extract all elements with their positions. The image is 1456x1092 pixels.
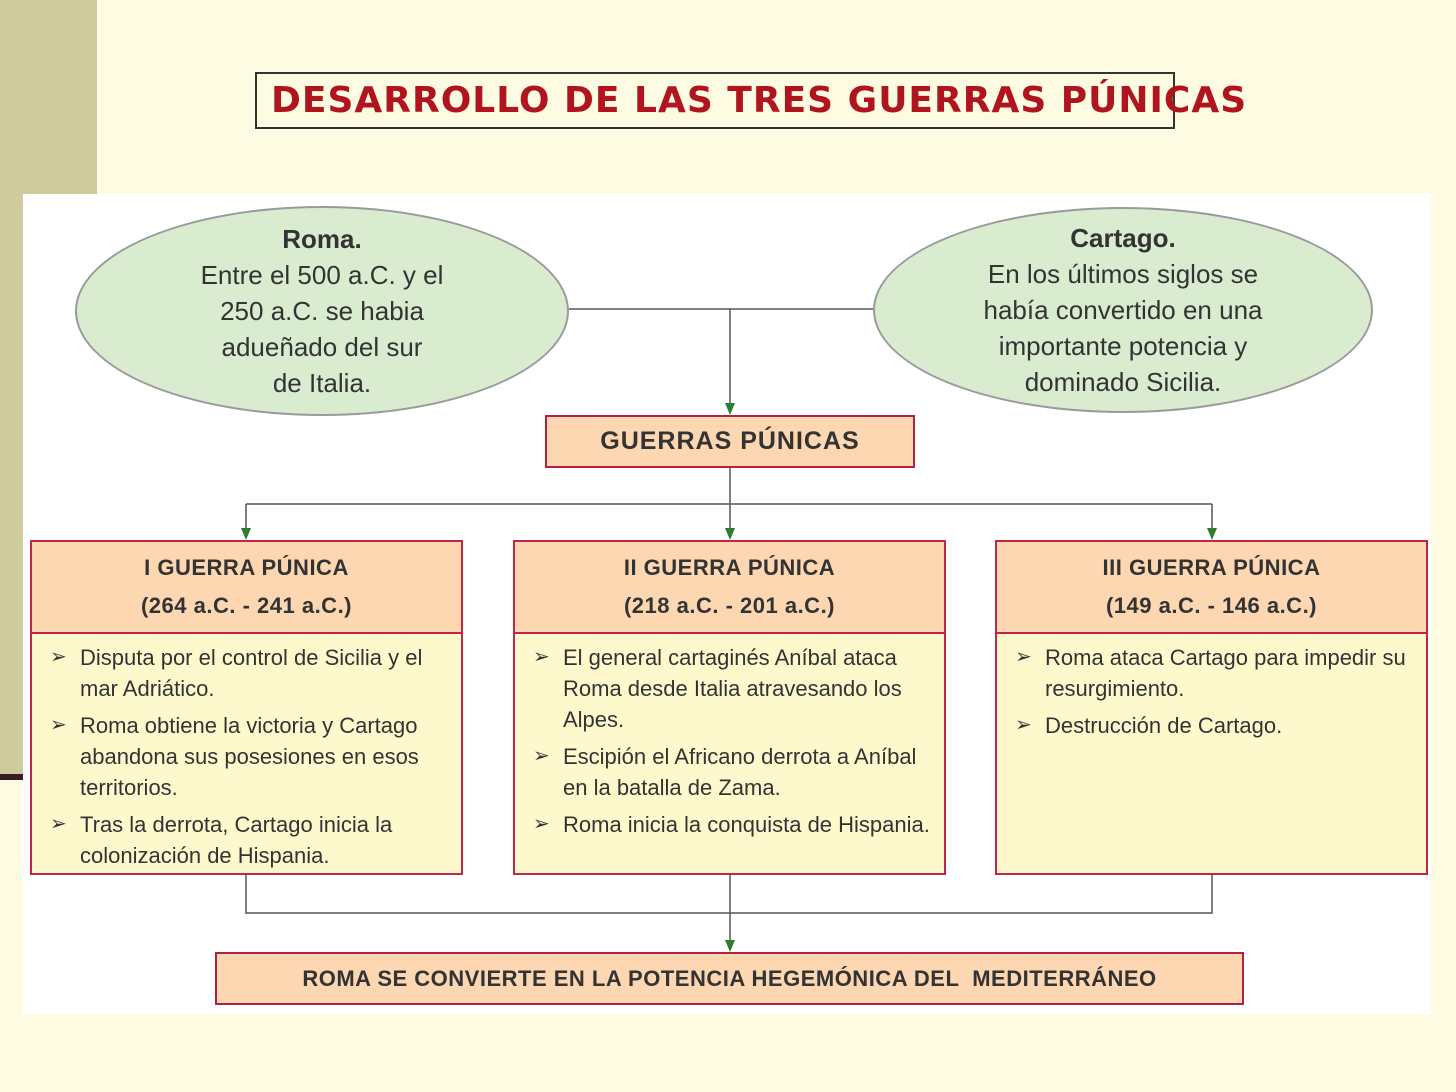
war-item: Tras la derrota, Cartago inicia la colon… [50, 809, 447, 871]
page-title: DESARROLLO DE LAS TRES GUERRAS PÚNICAS [271, 80, 1248, 121]
conclusion-label: ROMA SE CONVIERTE EN LA POTENCIA HEGEMÓN… [302, 965, 1157, 991]
war-item-list: Roma ataca Cartago para impedir su resur… [997, 634, 1426, 741]
roma-line: de Italia. [272, 368, 372, 398]
war-item: Escipión el Africano derrota a Aníbal en… [533, 741, 930, 803]
war-card-third: III GUERRA PÚNICA (149 a.C. - 146 a.C.) … [995, 540, 1428, 875]
page-title-box: DESARROLLO DE LAS TRES GUERRAS PÚNICAS [255, 72, 1246, 129]
roma-line: 250 a.C. se habia [220, 296, 424, 326]
roma-line: Entre el 500 a.C. y el [200, 260, 444, 290]
roma-title: Roma. [282, 224, 362, 254]
war-card-header: I GUERRA PÚNICA (264 a.C. - 241 a.C.) [32, 542, 461, 634]
war-item: Roma inicia la conquista de Hispania. [533, 809, 930, 840]
cartago-line: había convertido en una [983, 295, 1263, 325]
guerras-punicas-label: GUERRAS PÚNICAS [600, 427, 860, 455]
war-dates: (218 a.C. - 201 a.C.) [623, 593, 836, 618]
war-card-second: II GUERRA PÚNICA (218 a.C. - 201 a.C.) E… [513, 540, 946, 875]
war-dates: (264 a.C. - 241 a.C.) [140, 593, 353, 618]
war-card-header: II GUERRA PÚNICA (218 a.C. - 201 a.C.) [515, 542, 944, 634]
cartago-line: importante potencia y [998, 331, 1248, 361]
war-item: Roma ataca Cartago para impedir su resur… [1015, 642, 1412, 704]
war-card-header: III GUERRA PÚNICA (149 a.C. - 146 a.C.) [997, 542, 1426, 634]
guerras-punicas-box: GUERRAS PÚNICAS [545, 415, 915, 468]
war-item: El general cartaginés Aníbal ataca Roma … [533, 642, 930, 735]
roma-line: adueñado del sur [221, 332, 423, 362]
war-name: III GUERRA PÚNICA [1102, 555, 1321, 580]
cartago-title: Cartago. [1070, 223, 1176, 253]
conclusion-box: ROMA SE CONVIERTE EN LA POTENCIA HEGEMÓN… [215, 952, 1244, 1005]
roma-oval: Roma. Entre el 500 a.C. y el 250 a.C. se… [75, 206, 569, 416]
war-item: Disputa por el control de Sicilia y el m… [50, 642, 447, 704]
decorative-side-rule [0, 774, 24, 780]
connector-wars-bottom [245, 875, 1213, 914]
war-dates: (149 a.C. - 146 a.C.) [1105, 593, 1318, 618]
cartago-line: dominado Sicilia. [1024, 367, 1222, 397]
war-name: I GUERRA PÚNICA [144, 555, 349, 580]
cartago-oval: Cartago. En los últimos siglos se había … [873, 207, 1373, 413]
war-item-list: El general cartaginés Aníbal ataca Roma … [515, 634, 944, 840]
war-item-list: Disputa por el control de Sicilia y el m… [32, 634, 461, 871]
war-name: II GUERRA PÚNICA [623, 555, 836, 580]
cartago-line: En los últimos siglos se [987, 259, 1259, 289]
war-card-first: I GUERRA PÚNICA (264 a.C. - 241 a.C.) Di… [30, 540, 463, 875]
war-item: Destrucción de Cartago. [1015, 710, 1412, 741]
war-item: Roma obtiene la victoria y Cartago aband… [50, 710, 447, 803]
